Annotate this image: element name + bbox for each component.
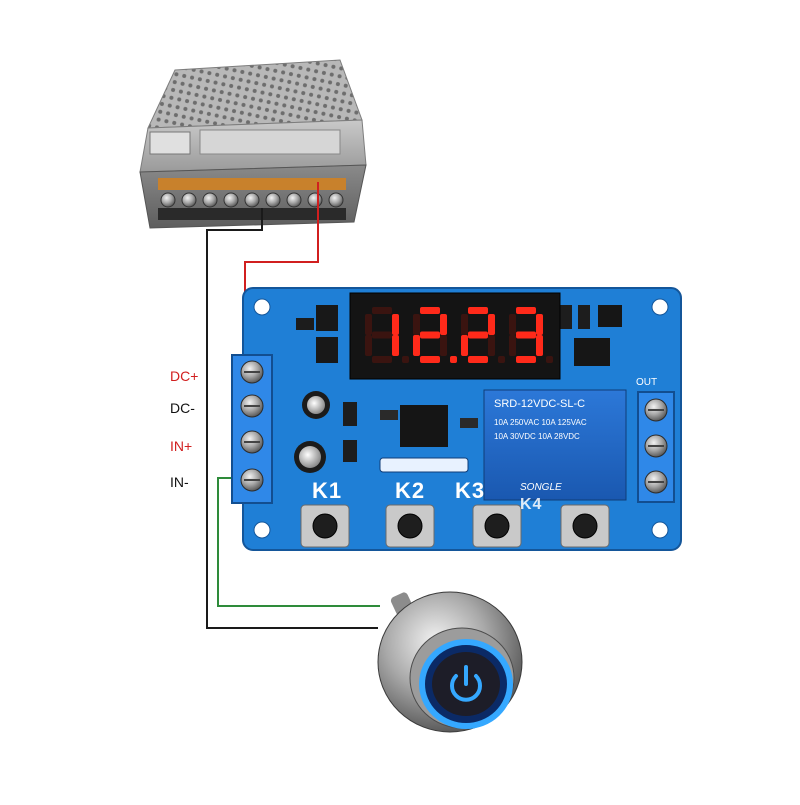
psu-terminal-screw — [328, 192, 344, 208]
terminal-screw-icon — [240, 360, 264, 384]
black-wire-dc-minus — [206, 208, 378, 629]
tactile-button-icon — [385, 504, 435, 548]
psu-terminal-screw — [223, 192, 239, 208]
psu-terminal-screw — [265, 192, 281, 208]
button-label-k2: K2 — [395, 478, 426, 503]
display-digit — [413, 307, 457, 363]
button-label-k1: K1 — [312, 478, 343, 503]
push-button-switch — [377, 591, 523, 733]
seven-segment-display — [349, 292, 561, 380]
terminal-screw-icon — [240, 468, 264, 492]
relay-icon — [483, 389, 627, 501]
microcontroller-chip — [400, 405, 448, 447]
relay-rating-line-2: 10A 30VDC 10A 28VDC — [494, 432, 580, 441]
screw-terminal-icon — [231, 354, 273, 504]
relay-brand-label: SONGLE — [520, 482, 562, 493]
tactile-button-icon — [300, 504, 350, 548]
tactile-button-icon — [472, 504, 522, 548]
button-label-k4: K4 — [520, 496, 543, 513]
terminal-screw-icon — [644, 434, 668, 458]
display-digit — [509, 307, 553, 363]
psu-terminal-screw — [286, 192, 302, 208]
psu-terminal-screw — [160, 192, 176, 208]
terminal-screw-icon — [240, 430, 264, 454]
power-supply-icon — [139, 59, 367, 229]
psu-terminal-screw — [202, 192, 218, 208]
relay-model-label: SRD-12VDC-SL-C — [494, 398, 586, 410]
tactile-button-icon — [560, 504, 610, 548]
relay-board — [231, 287, 682, 551]
display-digit — [461, 307, 505, 363]
psu-terminal-screw — [244, 192, 260, 208]
relay-output-label: OUT — [636, 377, 658, 388]
relay-output-terminal — [637, 391, 675, 503]
psu-terminal-screw — [181, 192, 197, 208]
label-in-minus: IN- — [170, 474, 189, 490]
power-icon — [450, 665, 482, 702]
terminal-screw-icon — [240, 394, 264, 418]
terminal-screw-icon — [644, 470, 668, 494]
relay-rating-line-1: 10A 250VAC 10A 125VAC — [494, 418, 587, 427]
button-label-k3: K3 — [455, 478, 486, 503]
label-dc-minus: DC- — [170, 400, 195, 416]
terminal-screw-icon — [644, 398, 668, 422]
psu-terminal-screw — [307, 192, 323, 208]
display-digit — [365, 307, 409, 363]
label-dc-plus: DC+ — [170, 368, 199, 384]
label-in-plus: IN+ — [170, 438, 193, 454]
